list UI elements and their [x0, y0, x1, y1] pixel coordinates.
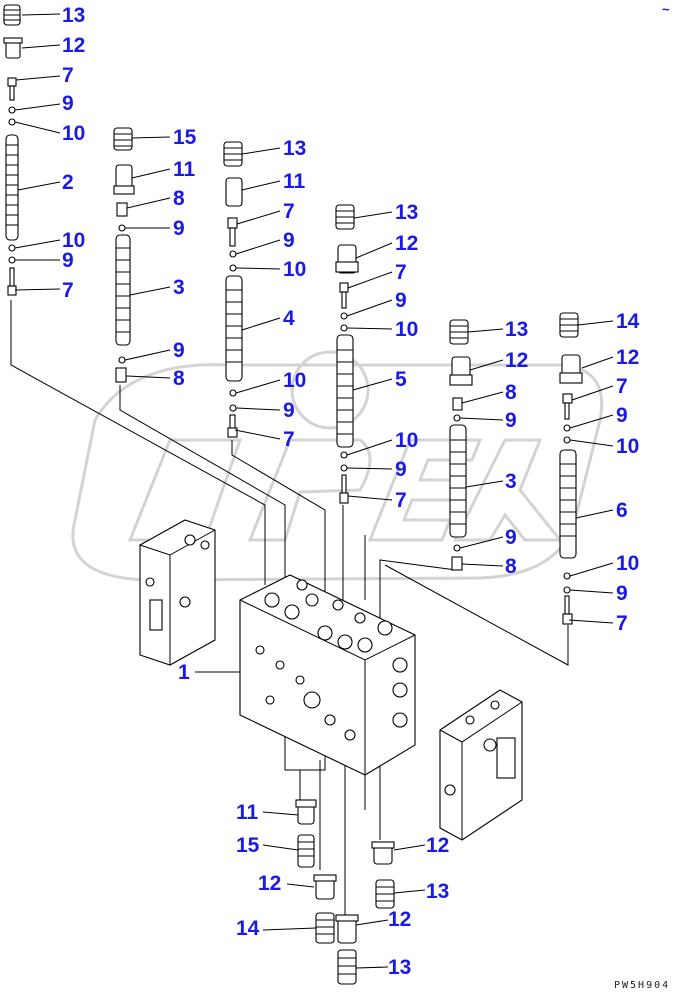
- callout-15: 15: [173, 126, 197, 149]
- callout-7: 7: [616, 375, 628, 398]
- callout-9: 9: [283, 229, 295, 252]
- callout-9: 9: [283, 399, 295, 422]
- callout-leaders: [14, 13, 614, 969]
- callout-13: 13: [426, 880, 449, 903]
- callout-10: 10: [616, 552, 639, 575]
- callout-7: 7: [283, 200, 295, 223]
- control-valve-body: [239, 574, 416, 776]
- callout-6: 6: [616, 499, 628, 522]
- callout-2: 2: [62, 171, 74, 194]
- callout-1: 1: [178, 661, 190, 684]
- column-3-parts: [223, 141, 243, 438]
- drawing-code: PW5H904: [614, 980, 670, 991]
- column-6-parts: [559, 312, 583, 625]
- column-5-parts: [449, 319, 473, 571]
- callout-9: 9: [395, 289, 407, 312]
- callout-7: 7: [283, 428, 295, 451]
- callout-12: 12: [258, 872, 281, 895]
- callout-3: 3: [173, 276, 185, 299]
- callout-13: 13: [505, 318, 528, 341]
- callout-13: 13: [283, 137, 306, 160]
- column-2-parts: [113, 127, 135, 383]
- callout-10: 10: [283, 369, 306, 392]
- callout-15: 15: [236, 834, 260, 857]
- callout-7: 7: [395, 489, 407, 512]
- assembly-lines: [10, 300, 569, 915]
- callout-8: 8: [173, 367, 185, 390]
- callout-7: 7: [62, 279, 74, 302]
- callout-7: 7: [62, 64, 74, 87]
- callout-9: 9: [62, 249, 74, 272]
- callout-14: 14: [616, 310, 640, 333]
- bottom-parts: [295, 799, 395, 985]
- callout-12: 12: [395, 232, 418, 255]
- callout-9: 9: [62, 92, 74, 115]
- callout-9: 9: [616, 404, 628, 427]
- callout-11: 11: [173, 158, 196, 181]
- callout-3: 3: [505, 470, 517, 493]
- callout-12: 12: [426, 834, 449, 857]
- callout-9: 9: [616, 582, 628, 605]
- callout-11: 11: [283, 170, 306, 193]
- callout-10: 10: [62, 229, 85, 252]
- spool-2: [5, 134, 19, 241]
- stopper-7a: [7, 77, 17, 101]
- callout-12: 12: [505, 349, 528, 372]
- corner-mark: ~: [662, 2, 670, 17]
- callout-8: 8: [505, 381, 517, 404]
- callout-8: 8: [505, 555, 517, 578]
- retainer-12a: [3, 37, 23, 59]
- callout-10: 10: [616, 435, 639, 458]
- callout-9: 9: [505, 526, 517, 549]
- callout-10: 10: [283, 258, 306, 281]
- callout-12: 12: [616, 346, 639, 369]
- callout-7: 7: [395, 261, 407, 284]
- column-1-parts: [3, 4, 23, 296]
- callout-11: 11: [236, 801, 259, 824]
- callout-13: 13: [388, 956, 411, 979]
- callout-9: 9: [173, 339, 185, 362]
- callout-12: 12: [388, 908, 411, 931]
- spring-13a: [3, 4, 21, 26]
- callout-7: 7: [616, 612, 628, 635]
- callout-13: 13: [62, 4, 85, 27]
- callout-labels: 13 12 7 9 10 2 10 9 7 15 11 8 9 3 9 8 13…: [62, 4, 640, 979]
- callout-10: 10: [395, 429, 418, 452]
- callout-8: 8: [173, 187, 185, 210]
- stopper-7b: [7, 267, 17, 296]
- callout-5: 5: [395, 368, 407, 391]
- callout-12: 12: [62, 34, 85, 57]
- callout-10: 10: [395, 318, 418, 341]
- callout-13: 13: [395, 201, 418, 224]
- column-4-parts: [335, 204, 359, 504]
- callout-9: 9: [505, 409, 517, 432]
- left-cover: [139, 519, 216, 666]
- callout-14: 14: [236, 917, 260, 940]
- callout-9: 9: [173, 217, 185, 240]
- right-cover: [439, 689, 523, 841]
- callout-9: 9: [395, 458, 407, 481]
- callout-4: 4: [283, 307, 295, 330]
- callout-10: 10: [62, 122, 85, 145]
